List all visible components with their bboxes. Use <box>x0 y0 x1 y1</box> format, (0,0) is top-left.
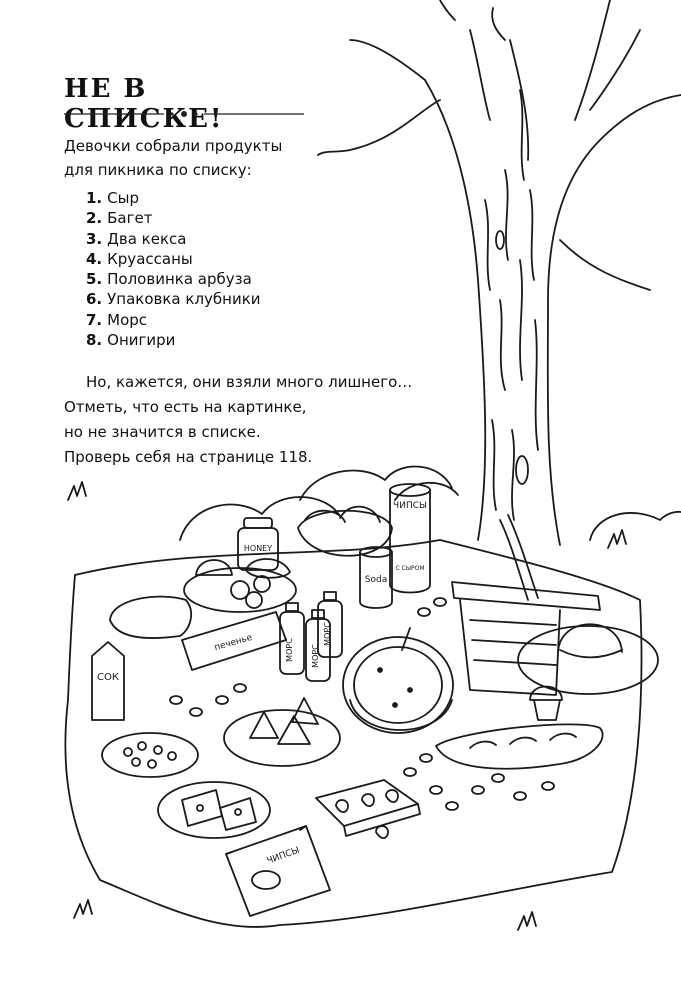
task-text: Но, кажется, они взяли много лишнего… От… <box>64 370 424 470</box>
task-line: Отметь, что есть на картинке, <box>64 398 307 416</box>
list-item-text: Упаковка клубники <box>107 290 261 309</box>
croissant <box>245 558 291 579</box>
mors-label: МОРС <box>285 638 294 662</box>
juice-carton: СОК <box>91 641 125 721</box>
list-item: 3.Два кекса <box>86 229 261 249</box>
honey-jar: HONEY <box>237 517 279 571</box>
round-cookies-plate <box>101 732 199 778</box>
list-item-text: Сыр <box>107 189 139 207</box>
list-item-number: 2. <box>86 209 103 228</box>
intro-line: для пикника по списку: <box>64 161 252 179</box>
list-item-text: Круассаны <box>107 249 193 268</box>
task-line: Проверь себя на странице 118. <box>64 448 313 466</box>
list-item-text: Онигири <box>107 331 176 350</box>
chips-bag: ЧИПСЫ <box>225 825 331 917</box>
mors-label: МОРС <box>323 622 332 646</box>
list-item-text: Багет <box>107 209 153 228</box>
list-item: 2.Багет <box>86 208 261 228</box>
list-item-number: 4. <box>86 249 103 268</box>
list-item-number: 7. <box>86 310 103 329</box>
list-item: 5.Половинка арбуза <box>86 269 261 289</box>
list-item: 7.Морс <box>86 310 261 330</box>
intro-text: Девочки собрали продукты для пикника по … <box>64 134 344 182</box>
mors-bottles: МОРС МОРС МОРС <box>279 591 343 682</box>
picnic-blanket <box>64 539 643 928</box>
honey-label: HONEY <box>244 544 272 553</box>
onigiri-plate <box>223 697 341 767</box>
strawberry-container <box>315 779 421 839</box>
tree <box>317 0 681 546</box>
bushes <box>179 465 681 541</box>
soda-label: Soda <box>365 575 387 585</box>
list-item-number: 1. <box>86 189 103 207</box>
chips-bag-label: ЧИПСЫ <box>266 846 301 867</box>
list-item-number: 3. <box>86 229 103 248</box>
chips-can-flavor: С СЫРОМ <box>395 565 424 572</box>
list-item: 8.Онигири <box>86 330 261 350</box>
list-item-number: 8. <box>86 331 103 350</box>
list-item: 1.Сыр <box>86 188 261 208</box>
baguette <box>435 723 604 770</box>
list-item-number: 6. <box>86 290 103 309</box>
chips-can-label: ЧИПСЫ <box>393 501 427 511</box>
croissant-bowl <box>297 505 393 557</box>
chips-can: ЧИПСЫ С СЫРОМ <box>389 483 431 594</box>
list-item-text: Половинка арбуза <box>107 270 252 289</box>
list-item-number: 5. <box>86 270 103 289</box>
intro-line: Девочки собрали продукты <box>64 137 283 155</box>
bread-loaf <box>109 595 193 639</box>
list-item-text: Морс <box>107 310 148 329</box>
page-title: НЕ В СПИСКЕ! <box>64 74 224 134</box>
picnic-basket <box>451 514 601 696</box>
title-divider <box>64 111 304 117</box>
soda-can: Soda <box>359 546 393 609</box>
list-item: 4.Круассаны <box>86 249 261 269</box>
muffin <box>529 685 563 721</box>
cheese-plate <box>157 781 271 839</box>
cookies-pack: печенье <box>181 611 287 671</box>
task-line: Но, кажется, они взяли много лишнего… <box>86 373 413 391</box>
list-item-text: Два кекса <box>107 229 187 248</box>
juice-label: СОК <box>97 672 119 683</box>
task-line: но не значится в списке. <box>64 423 261 441</box>
mors-label: МОРС <box>311 644 320 668</box>
shopping-list: 1.Сыр 2.Багет 3.Два кекса 4.Круассаны 5.… <box>86 188 261 350</box>
grass-tufts <box>67 481 627 931</box>
list-item: 6.Упаковка клубники <box>86 289 261 309</box>
candies <box>169 597 555 811</box>
cookies-pack-label: печенье <box>213 633 254 653</box>
cookies-plate <box>183 559 297 613</box>
sun-hat <box>517 623 659 695</box>
watermelon-half <box>342 627 454 734</box>
